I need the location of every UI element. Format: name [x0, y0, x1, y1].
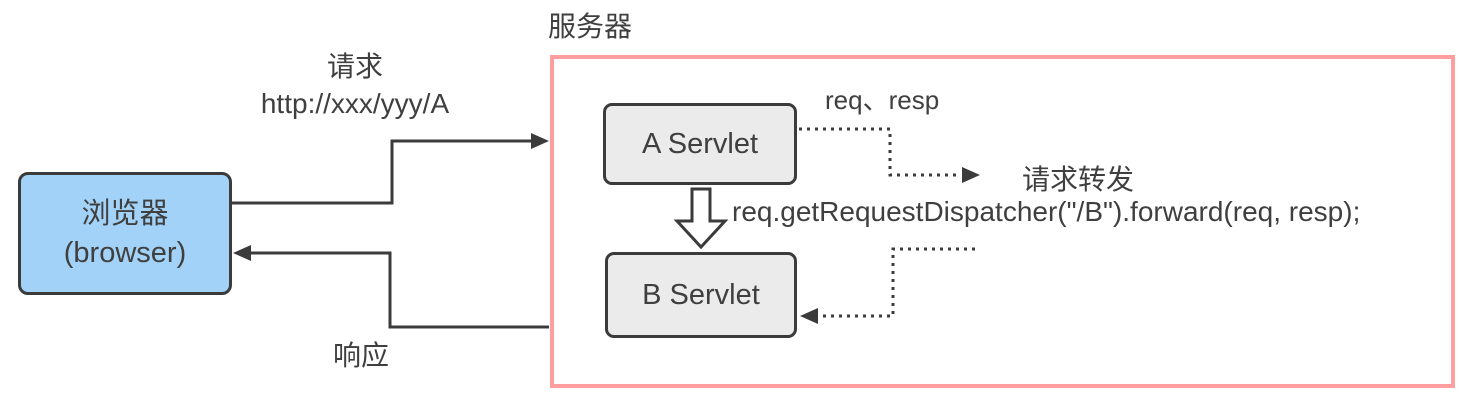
response-label: 响应	[333, 340, 390, 371]
req-resp-label: req、resp	[825, 85, 940, 115]
servlet-b-node: B Servlet	[605, 252, 797, 338]
forward-code: req.getRequestDispatcher("/B").forward(r…	[732, 196, 1361, 227]
browser-node: 浏览器 (browser)	[18, 172, 232, 295]
request-label: 请求 http://xxx/yyy/A	[240, 48, 470, 122]
request-arrowhead	[531, 133, 549, 149]
response-arrow-line	[249, 251, 549, 329]
request-url: http://xxx/yyy/A	[260, 88, 450, 119]
forward-label: 请求转发	[1022, 164, 1135, 195]
request-arrow-line	[232, 139, 533, 205]
server-boundary-box	[550, 55, 1455, 388]
servlet-b-label: B Servlet	[642, 278, 760, 311]
response-arrowhead	[233, 245, 251, 261]
servlet-a-node: A Servlet	[603, 103, 797, 185]
servlet-a-label: A Servlet	[641, 127, 759, 160]
browser-label-zh: 浏览器	[81, 198, 169, 231]
server-label: 服务器	[548, 11, 633, 42]
browser-label-en: (browser)	[63, 236, 187, 269]
request-label-zh: 请求	[326, 51, 383, 82]
